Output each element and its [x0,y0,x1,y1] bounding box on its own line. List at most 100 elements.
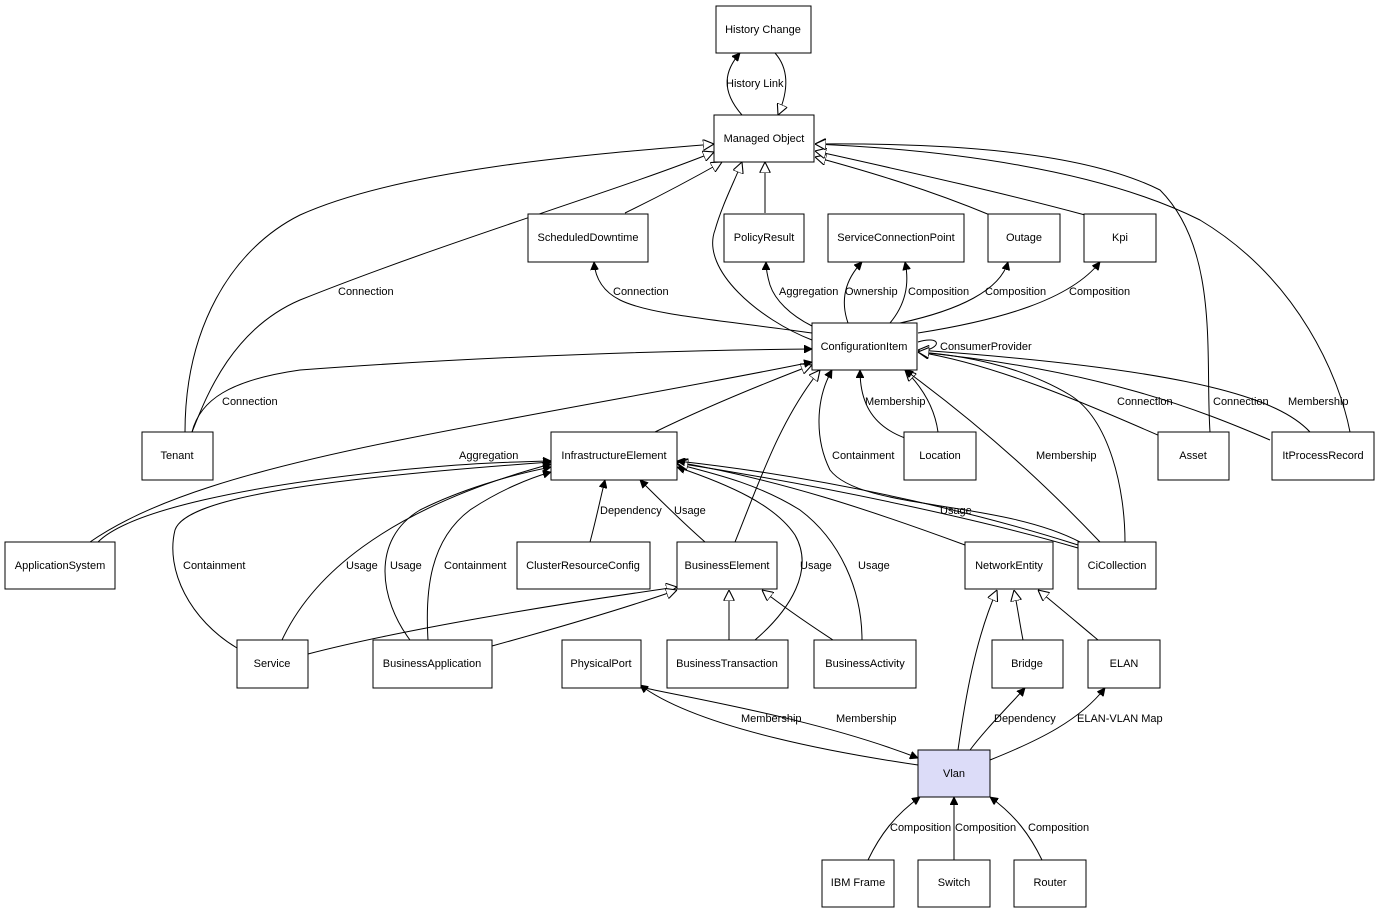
node-label: BusinessElement [685,560,770,572]
edge-vlan-pp [640,685,919,766]
edge-ci-mo [712,162,813,341]
node-location[interactable]: Location [903,431,977,481]
label-usage-cic: Usage [940,505,972,517]
node-label: BusinessActivity [825,658,905,670]
node-infrastructure-element[interactable]: InfrastructureElement [550,431,678,481]
node-ci-collection[interactable]: CiCollection [1077,541,1157,590]
node-policy-result[interactable]: PolicyResult [723,213,805,263]
label-membership-location: Membership [865,396,926,408]
edge-cic-ie-usage [677,461,1079,546]
node-managed-object[interactable]: Managed Object [713,114,815,163]
edge-service-ie-usage [281,464,551,641]
node-router[interactable]: Router [1013,859,1087,908]
node-label: BusinessApplication [383,658,481,670]
label-aggregation-ci-pr: Aggregation [779,286,838,298]
label-containment-cic: Containment [832,450,894,462]
edge-ci-kpi [917,262,1100,334]
edge-vlan-bridge [969,688,1025,751]
node-network-entity[interactable]: NetworkEntity [964,541,1054,590]
label-aggregation-as-ie: Aggregation [459,450,518,462]
node-tenant[interactable]: Tenant [141,431,214,481]
label-membership-vlan-pp: Membership [741,713,802,725]
nodes: History Change Managed Object ScheduledD… [4,5,1375,908]
node-label: CiCollection [1088,560,1147,572]
node-business-element[interactable]: BusinessElement [676,541,778,590]
edge-sd-mo [624,162,722,214]
edge-tenant-ci [191,349,812,433]
node-switch[interactable]: Switch [917,859,991,908]
edge-kpi-mo [815,151,1086,216]
label-usage-bt: Usage [800,560,832,572]
label-consumer-provider: ConsumerProvider [940,341,1032,353]
edge-ie-ci [654,365,812,433]
label-dependency-crc: Dependency [600,505,662,517]
edge-itpr-ci-conn [918,352,1271,441]
node-business-application[interactable]: BusinessApplication [372,639,493,689]
node-kpi[interactable]: Kpi [1083,213,1157,263]
node-cluster-resource-config[interactable]: ClusterResourceConfig [516,541,651,590]
edge-tenant-mo-connection [191,152,714,433]
node-label: Location [919,450,961,462]
edge-outage-mo [815,157,991,216]
node-history-change[interactable]: History Change [715,5,812,54]
node-asset[interactable]: Asset [1157,431,1230,481]
node-label: Tenant [160,450,193,462]
node-label: Service [254,658,291,670]
edge-cic-ci-cont [818,370,1081,543]
edge-ci-outage [899,262,1008,324]
node-label: Router [1033,877,1066,889]
label-membership-itpr: Membership [1288,396,1349,408]
node-business-activity[interactable]: BusinessActivity [813,639,917,689]
node-label: Asset [1179,450,1207,462]
node-service[interactable]: Service [236,639,309,689]
node-configuration-item[interactable]: ConfigurationItem [811,322,918,371]
node-service-connection-point[interactable]: ServiceConnectionPoint [827,213,965,263]
label-containment-service: Containment [183,560,245,572]
node-label: Vlan [943,768,965,780]
node-label: Kpi [1112,232,1128,244]
edge-ba-ie-usage [384,467,551,641]
label-composition-scp: Composition [908,286,969,298]
edge-ci-scp-composition [889,262,907,324]
label-connection-itpr: Connection [1213,396,1269,408]
edge-ci-pr [766,262,813,327]
edge-cic-ie [677,463,1079,549]
node-label: ClusterResourceConfig [526,560,640,572]
node-physical-port[interactable]: PhysicalPort [561,639,642,689]
node-elan[interactable]: ELAN [1087,639,1161,689]
node-bridge[interactable]: Bridge [991,639,1064,689]
node-scheduled-downtime[interactable]: ScheduledDowntime [527,213,649,263]
node-label: PhysicalPort [570,658,631,670]
label-membership-cic: Membership [1036,450,1097,462]
label-usage-bact: Usage [858,560,890,572]
label-usage-be: Usage [674,505,706,517]
node-label: History Change [725,24,801,36]
node-ibm-frame[interactable]: IBM Frame [821,859,895,908]
edge-ibm-vlan [867,797,920,861]
edge-vlan-ne [957,590,997,751]
edge-crc-ie [589,480,605,543]
node-it-process-record[interactable]: ItProcessRecord [1271,431,1375,481]
edge-cic-ci-memb [905,370,1101,543]
label-composition-outage: Composition [985,286,1046,298]
node-application-system[interactable]: ApplicationSystem [4,541,116,590]
node-vlan[interactable]: Vlan [917,749,991,798]
label-connection-tenant-ci: Connection [222,396,278,408]
node-label: Outage [1006,232,1042,244]
edge-router-vlan [990,797,1043,861]
label-usage-ba: Usage [390,560,422,572]
edge-elan-ne [1038,590,1099,641]
label-connection-ci-sd: Connection [613,286,669,298]
edge-be-ie [640,480,706,543]
edge-bridge-ne [1014,590,1024,641]
node-business-transaction[interactable]: BusinessTransaction [666,639,789,689]
edge-ci-sd [594,262,813,334]
edge-asset-ci [918,352,1161,437]
node-label: ItProcessRecord [1282,450,1363,462]
node-label: IBM Frame [831,877,885,889]
node-outage[interactable]: Outage [987,213,1061,263]
label-connection-tenant-mo: Connection [338,286,394,298]
label-history-link: History Link [726,78,784,90]
edges [89,53,1351,861]
node-label: Switch [938,877,970,889]
